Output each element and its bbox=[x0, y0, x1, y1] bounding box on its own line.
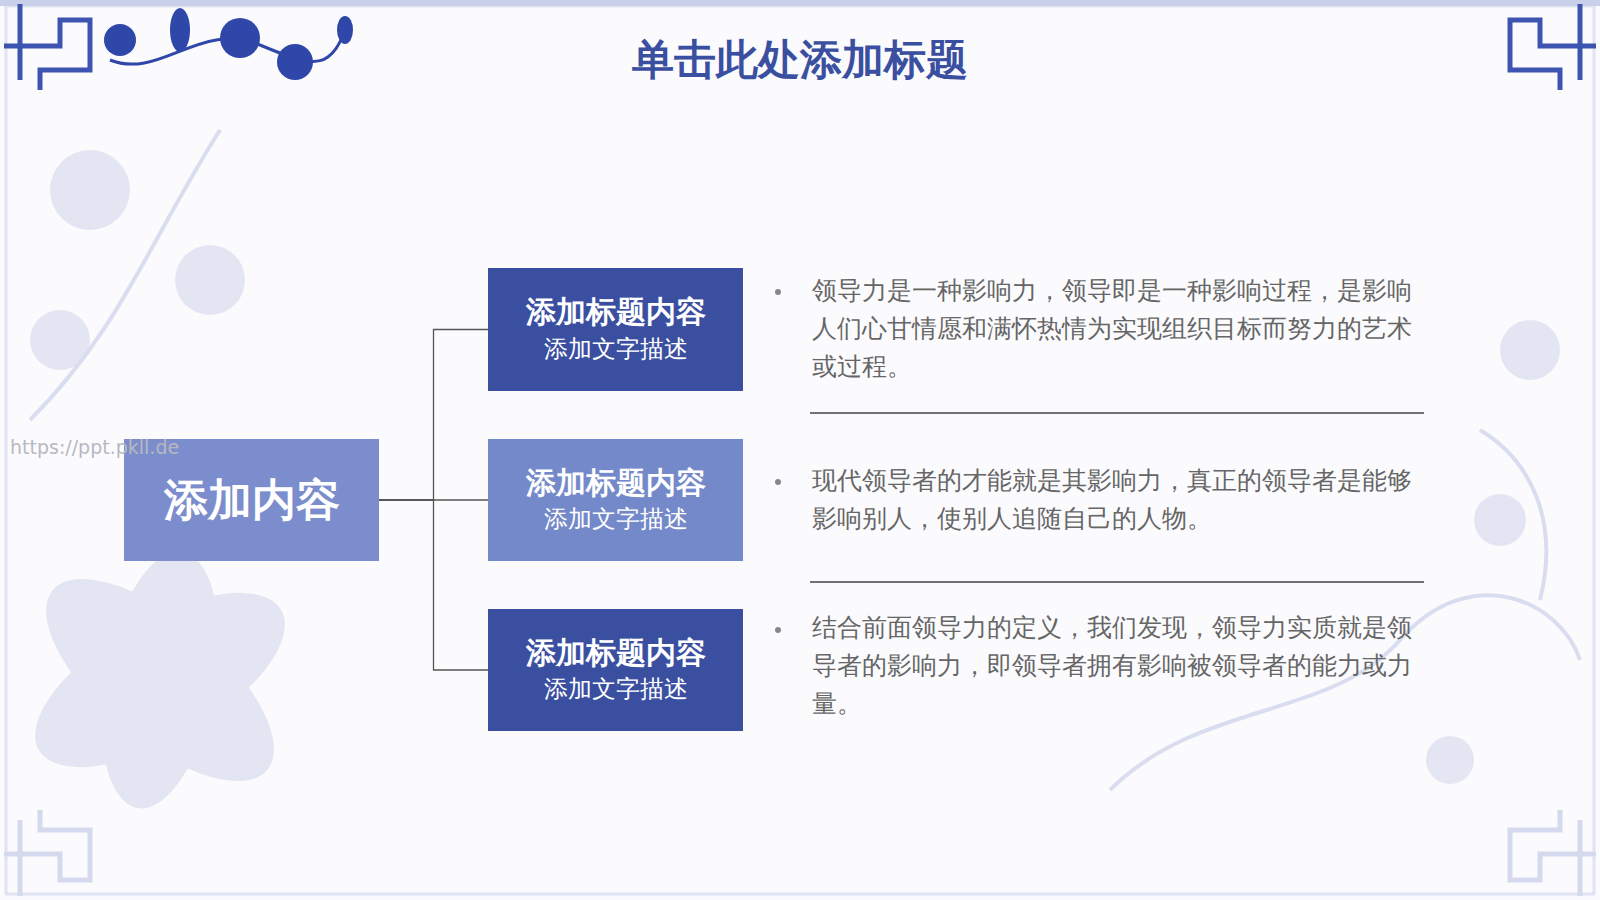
frame-top bbox=[0, 0, 1600, 6]
box-heading: 添加标题内容 bbox=[526, 633, 706, 674]
elbow-connector bbox=[379, 499, 488, 500]
branch-box: 添加标题内容添加文字描述 bbox=[488, 609, 743, 731]
vine bbox=[110, 20, 350, 64]
branch-box: 添加标题内容添加文字描述 bbox=[488, 439, 743, 561]
description-text: 领导力是一种影响力，领导即是一种影响过程，是影响人们心甘情愿和满怀热情为实现组织… bbox=[812, 272, 1432, 386]
branch-box: 添加标题内容添加文字描述 bbox=[488, 268, 743, 391]
elbow-connector bbox=[379, 500, 488, 670]
flower-ornament bbox=[104, 8, 353, 80]
box-heading: 添加标题内容 bbox=[526, 292, 706, 333]
box-subtext: 添加文字描述 bbox=[544, 673, 688, 707]
slide-title: 单击此处添加标题 bbox=[632, 32, 968, 88]
bullet-dot bbox=[775, 289, 781, 633]
corner-ornament bbox=[4, 4, 1596, 90]
frame bbox=[6, 6, 1594, 894]
description-text: 结合前面领导力的定义，我们发现，领导力实质就是领导者的影响力，即领导者拥有影响被… bbox=[812, 609, 1432, 723]
corner-ornament bbox=[4, 810, 1596, 896]
description-text: 现代领导者的才能就是其影响力，真正的领导者是能够影响别人，使别人追随自己的人物。 bbox=[812, 462, 1432, 538]
faded-flowers bbox=[9, 150, 1560, 818]
separator-line bbox=[810, 413, 1424, 582]
box-subtext: 添加文字描述 bbox=[544, 503, 688, 537]
faded-vines bbox=[30, 130, 1580, 790]
box-heading: 添加内容 bbox=[164, 470, 340, 529]
elbow-connector bbox=[379, 330, 488, 501]
watermark: https://ppt.pkll.de bbox=[10, 436, 179, 458]
box-subtext: 添加文字描述 bbox=[544, 333, 688, 367]
box-heading: 添加标题内容 bbox=[526, 463, 706, 504]
